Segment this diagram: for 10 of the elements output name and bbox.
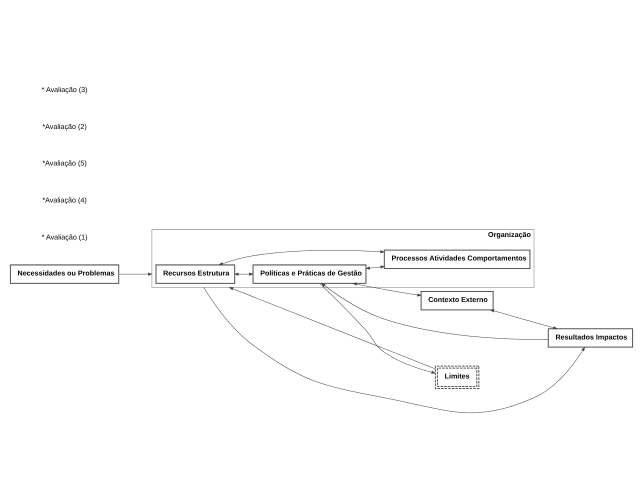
arrow	[228, 286, 436, 369]
arrow	[490, 308, 558, 329]
arrow	[203, 286, 586, 413]
arrow	[218, 250, 385, 265]
arrow	[118, 272, 153, 276]
arrow	[365, 264, 386, 270]
arrow	[234, 272, 254, 276]
arrow	[320, 282, 436, 374]
arrow	[320, 282, 549, 340]
arrow	[352, 282, 422, 296]
